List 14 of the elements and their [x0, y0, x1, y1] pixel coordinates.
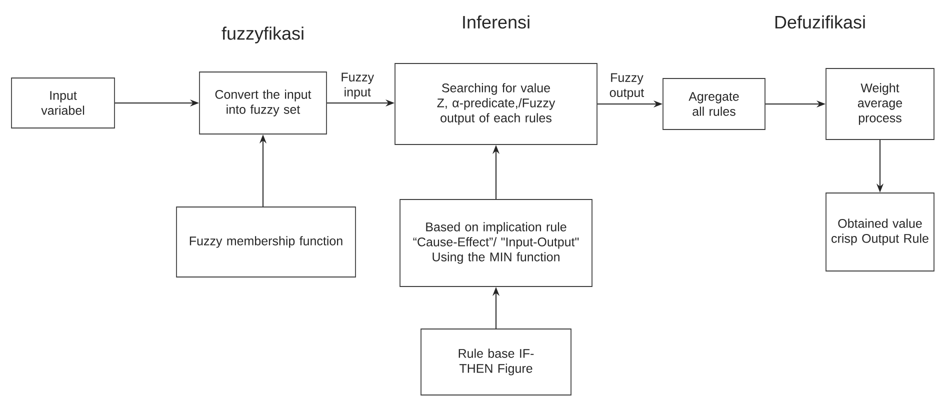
process-box: Fuzzy membership function — [176, 206, 356, 278]
process-box: Searching for value Z, α-predicate,/Fuzzy output of each rules — [394, 63, 598, 145]
edge-label: Fuzzy input — [332, 72, 382, 100]
process-box: Input variabel — [11, 78, 115, 128]
stage-heading: Defuzifikasi — [775, 15, 865, 29]
process-box: Weight average process — [826, 68, 934, 140]
process-box: Rule base IF-THEN Figure — [420, 328, 572, 396]
edge-label: Fuzzy output — [602, 72, 652, 100]
process-box: Based on implication rule “Cause-Effect”/ "Input-Output" Using the MIN function — [400, 199, 592, 287]
process-box: Obtained value crisp Output Rule — [826, 192, 934, 272]
stage-heading: Inferensi — [463, 15, 530, 29]
process-box: Convert the input into fuzzy set — [199, 72, 327, 134]
stage-heading: fuzzyfikasi — [222, 26, 304, 44]
process-box: Agregate all rules — [662, 78, 766, 130]
